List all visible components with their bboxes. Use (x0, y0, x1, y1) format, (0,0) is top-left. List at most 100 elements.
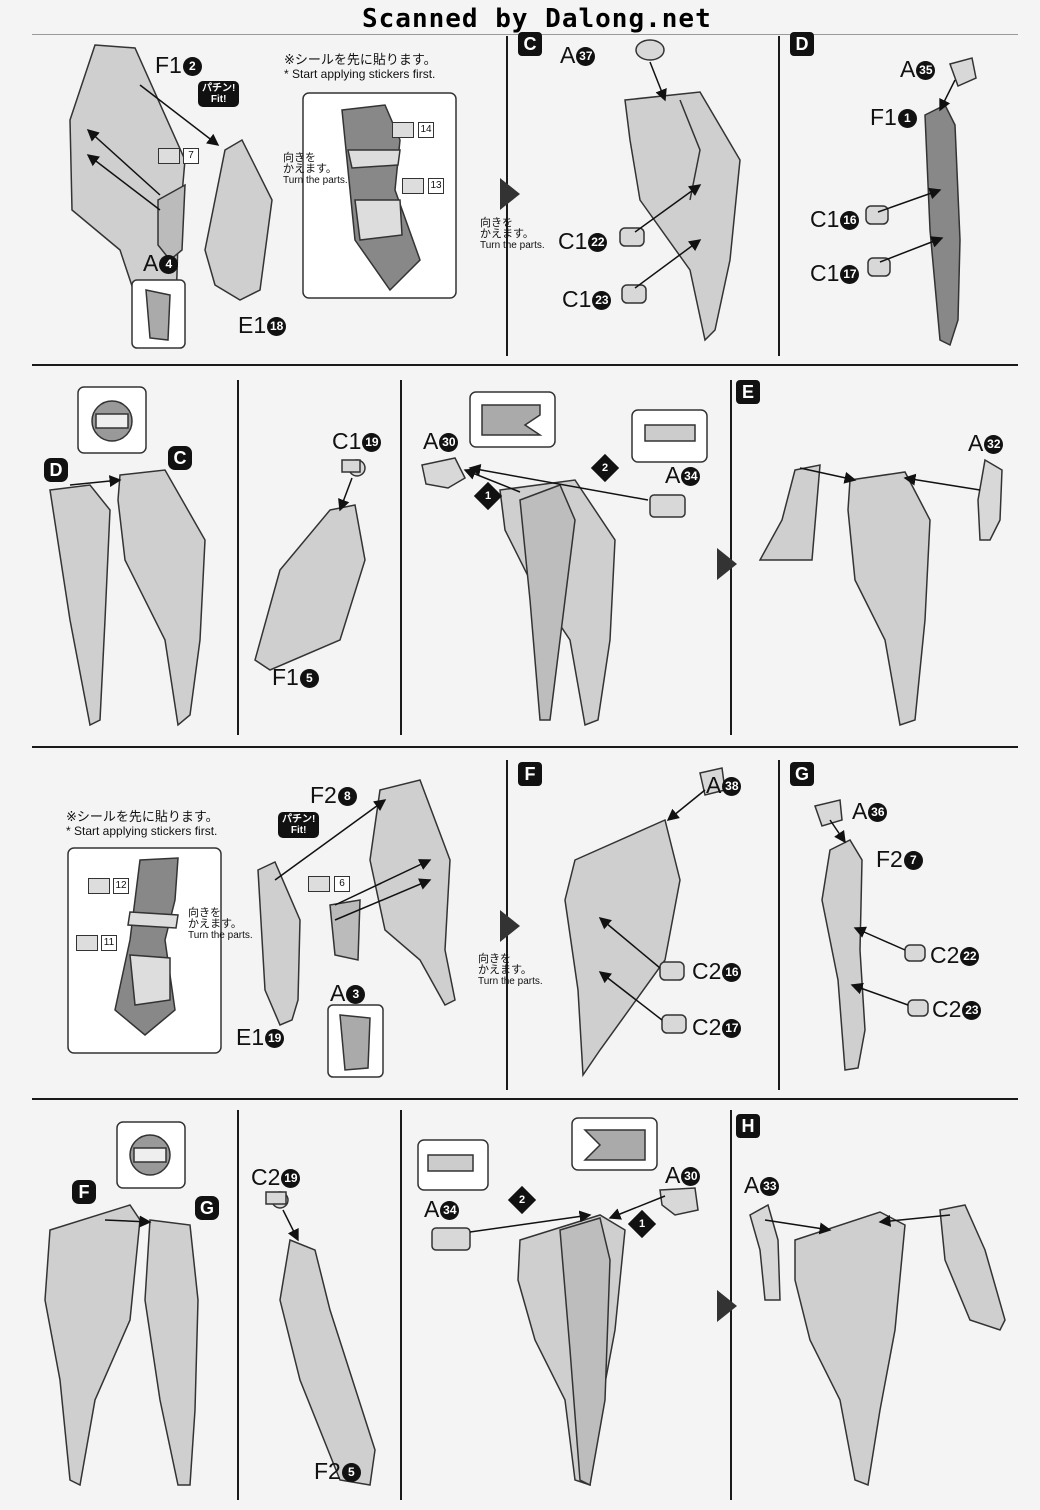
part-e1-19 (257, 860, 301, 1026)
col-divider-r3b (778, 760, 780, 1090)
frame-part-f2 (369, 779, 456, 1006)
part-a30-r4 (659, 1187, 699, 1216)
part-a3 (329, 899, 361, 961)
part-label-f: F (72, 1180, 96, 1204)
part-a30 (421, 457, 466, 489)
sticker-icon-12 (88, 878, 110, 894)
part-a33 (749, 1203, 781, 1301)
part-a34-r4 (431, 1227, 471, 1251)
part-c1-17 (867, 257, 891, 277)
order-marker-1: 1 (473, 481, 503, 511)
col-divider-r2b (400, 380, 402, 735)
flow-arrow-r3 (500, 910, 520, 942)
flow-arrow-r1 (500, 178, 520, 210)
turn-note-c: 向きを かえます。 Turn the parts. (480, 217, 545, 252)
flow-arrow-r2 (717, 548, 737, 580)
order-marker-2-r4: 2 (507, 1185, 537, 1215)
part-e1-18 (204, 138, 273, 301)
row-divider-3 (32, 1098, 1018, 1100)
step-label-c: C (518, 32, 542, 56)
col-divider-r4a (237, 1110, 239, 1500)
part-a4 (157, 183, 186, 262)
part-c2-23 (907, 999, 929, 1017)
step-h-side-part (939, 1204, 1006, 1331)
col-divider-r1b (778, 36, 780, 356)
sticker-number-11: 11 (101, 935, 117, 951)
step-e-assembly (847, 471, 931, 726)
sticker-note-r3: ※シールを先に貼ります。 * Start applying stickers f… (66, 809, 219, 839)
part-c-half (117, 469, 206, 727)
part-c2-22 (904, 944, 926, 962)
step-c-part (624, 91, 741, 342)
sticker-number-7: 7 (183, 148, 199, 164)
sticker-number-6: 6 (334, 876, 350, 892)
part-f2-5-cap (279, 1238, 376, 1486)
fit-badge-r3: パチン!Fit! (278, 812, 320, 838)
part-a37 (635, 39, 665, 61)
step-label-f: F (518, 762, 542, 786)
part-a32 (977, 458, 1003, 541)
part-a35 (949, 57, 977, 88)
step-h-assembly (794, 1211, 906, 1487)
row-divider-1 (32, 364, 1018, 366)
step-f-part (564, 818, 681, 1078)
sticker-icon-14 (392, 122, 414, 138)
row-divider-2 (32, 746, 1018, 748)
part-a36 (814, 799, 843, 827)
sticker-icon-11 (76, 935, 98, 951)
part-c2-16 (659, 961, 685, 981)
part-f-half (44, 1204, 141, 1487)
part-label-c: C (168, 446, 192, 470)
sticker-icon-6 (308, 876, 330, 892)
part-label-g: G (195, 1196, 219, 1220)
order-marker-1-r4: 1 (627, 1209, 657, 1239)
flow-arrow-r4 (717, 1290, 737, 1322)
sticker-note-r1: ※シールを先に貼ります。 * Start applying stickers f… (284, 52, 437, 82)
order-marker-2: 2 (590, 453, 620, 483)
sticker-number-12: 12 (113, 878, 129, 894)
sticker-icon-13 (402, 178, 424, 194)
col-divider-r4b (400, 1110, 402, 1500)
step-d-part (924, 103, 961, 347)
part-a34 (649, 494, 686, 518)
turn-note-r3: 向きを かえます。 Turn the parts. (188, 907, 253, 942)
sticker-number-13: 13 (428, 178, 444, 194)
part-c1-16 (865, 205, 889, 225)
col-divider-r2a (237, 380, 239, 735)
scan-watermark-title: Scanned by Dalong.net (362, 4, 712, 34)
step-g-part (821, 839, 866, 1071)
sticker-number-14: 14 (418, 122, 434, 138)
step-label-d: D (790, 32, 814, 56)
part-f1-5-cap (254, 504, 366, 671)
turn-note-r1: 向きを かえます。 Turn the parts. (283, 152, 348, 187)
step-label-g: G (790, 762, 814, 786)
fit-badge-r1: パチン!Fit! (198, 81, 240, 107)
part-d-half (49, 484, 111, 727)
sticker-icon-7 (158, 148, 180, 164)
